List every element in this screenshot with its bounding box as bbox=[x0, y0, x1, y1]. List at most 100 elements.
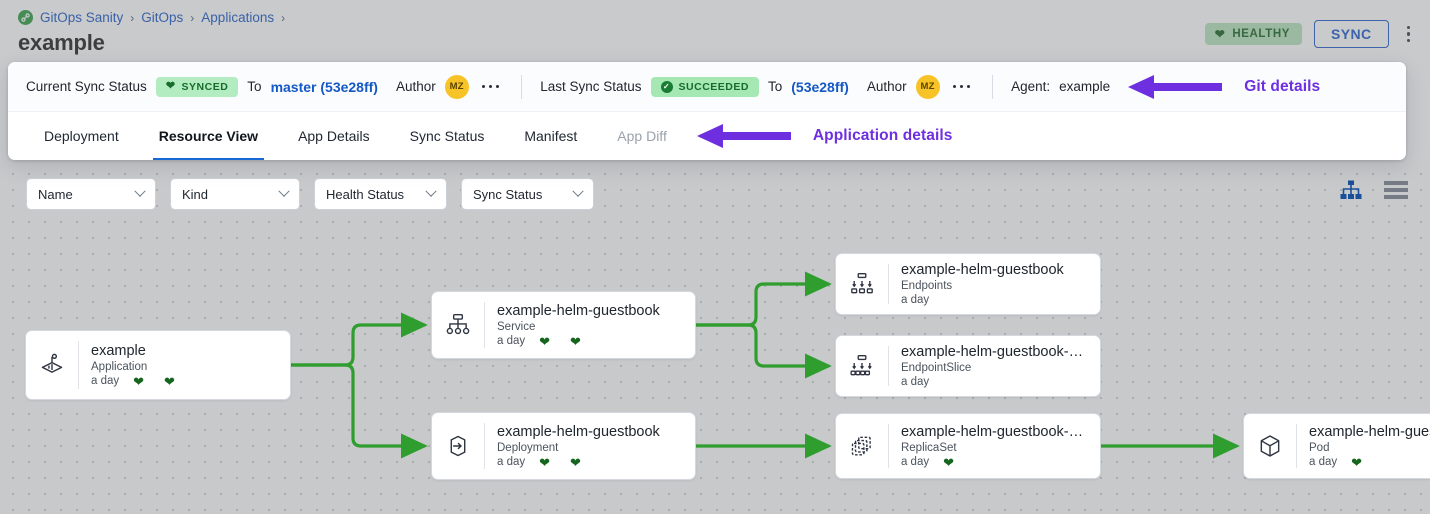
current-sync-status-chip-label: SYNCED bbox=[181, 80, 229, 93]
last-revision-link[interactable]: (53e28ff) bbox=[791, 78, 849, 95]
kebab-menu-icon[interactable] bbox=[1401, 22, 1417, 47]
endpointslice-icon bbox=[836, 353, 888, 379]
tab-sync-status-label: Sync Status bbox=[409, 128, 485, 144]
current-to-label: To bbox=[247, 79, 262, 94]
node-kind: Endpoints bbox=[901, 280, 953, 292]
breadcrumb-separator: › bbox=[190, 10, 195, 25]
node-body: example Application a day ❤ ❤ bbox=[79, 335, 185, 396]
sync-button[interactable]: SYNC bbox=[1314, 20, 1389, 48]
node-health-icons: ❤ bbox=[943, 456, 954, 469]
tab-sync-status[interactable]: Sync Status bbox=[394, 112, 501, 160]
agent-label: Agent: bbox=[1011, 79, 1051, 94]
node-body: example-helm-guest Pod a day ❤ bbox=[1297, 416, 1430, 477]
breadcrumb-separator: › bbox=[281, 10, 286, 25]
heart-icon: ❤ bbox=[539, 333, 551, 349]
agent-group: Agent: example bbox=[1011, 79, 1110, 94]
chevron-down-icon bbox=[278, 185, 290, 197]
node-body: example-helm-guestbook Deployment a day … bbox=[485, 416, 670, 477]
node-kind: EndpointSlice bbox=[900, 362, 972, 374]
filter-health-status[interactable]: Health Status bbox=[314, 178, 447, 210]
tab-manifest-label: Manifest bbox=[524, 128, 578, 144]
pod-icon bbox=[1244, 433, 1296, 459]
graph-node-pod[interactable]: example-helm-guest Pod a day ❤ bbox=[1243, 413, 1430, 479]
tab-bar: Deployment Resource View App Details Syn… bbox=[8, 111, 1406, 160]
heart-icon: ❤ bbox=[164, 373, 175, 389]
node-health-icons: ❤ bbox=[1351, 456, 1362, 469]
graph-node-application[interactable]: example Application a day ❤ ❤ bbox=[25, 330, 291, 400]
node-title: example-helm-guestbook-74... bbox=[900, 423, 1090, 440]
tab-resource-view[interactable]: Resource View bbox=[143, 112, 274, 160]
avatar[interactable]: MZ bbox=[915, 74, 940, 99]
resource-graph-canvas: Name Kind Health Status Sync Status bbox=[0, 160, 1430, 514]
node-health-icons: ❤ ❤ bbox=[133, 375, 175, 388]
tab-manifest[interactable]: Manifest bbox=[508, 112, 593, 160]
node-health-icons: ❤ ❤ bbox=[539, 335, 581, 348]
filter-sync-status[interactable]: Sync Status bbox=[461, 178, 594, 210]
filter-kind[interactable]: Kind bbox=[170, 178, 300, 210]
sync-status-bar: Current Sync Status ❤ SYNCED To master (… bbox=[8, 62, 1406, 111]
breadcrumb-item-1[interactable]: GitOps bbox=[141, 10, 184, 25]
view-toggle-group bbox=[1340, 180, 1408, 200]
list-view-icon[interactable] bbox=[1384, 180, 1408, 200]
graph-node-service[interactable]: example-helm-guestbook Service a day ❤ ❤ bbox=[431, 291, 696, 359]
graph-node-endpointslice[interactable]: example-helm-guestbook-ct... EndpointSli… bbox=[835, 335, 1101, 397]
current-sync-status-label: Current Sync Status bbox=[26, 79, 147, 94]
last-to-label: To bbox=[767, 79, 783, 94]
highlighted-details-panel: Current Sync Status ❤ SYNCED To master (… bbox=[8, 62, 1406, 160]
header-actions: ❤ HEALTHY SYNC bbox=[1204, 20, 1417, 48]
divider bbox=[521, 74, 523, 99]
node-meta: a day bbox=[901, 294, 1064, 306]
graph-node-endpoints[interactable]: example-helm-guestbook Endpoints a day bbox=[835, 253, 1101, 315]
last-sync-status-chip-label: SUCCEEDED bbox=[678, 80, 749, 93]
application-details-annotation: Application details bbox=[691, 112, 969, 160]
current-sync-status-group: Current Sync Status ❤ SYNCED To master (… bbox=[26, 74, 504, 99]
tree-view-icon[interactable] bbox=[1340, 180, 1362, 200]
tab-app-diff: App Diff bbox=[601, 112, 683, 160]
node-title: example-helm-guestbook bbox=[497, 302, 660, 319]
filter-bar: Name Kind Health Status Sync Status bbox=[26, 178, 594, 210]
current-sync-overflow-icon[interactable] bbox=[478, 79, 504, 95]
node-kind: Service bbox=[497, 320, 536, 333]
tab-deployment[interactable]: Deployment bbox=[28, 112, 135, 160]
node-divider bbox=[78, 341, 79, 389]
node-age: a day bbox=[900, 456, 930, 468]
chevron-down-icon bbox=[134, 185, 146, 197]
current-revision-link[interactable]: master (53e28ff) bbox=[270, 78, 378, 95]
current-sync-status-chip: ❤ SYNCED bbox=[155, 76, 239, 97]
node-divider bbox=[1296, 424, 1297, 468]
avatar[interactable]: MZ bbox=[444, 74, 469, 99]
breadcrumb-item-0[interactable]: GitOps Sanity bbox=[40, 10, 124, 25]
node-age: a day bbox=[497, 456, 526, 468]
node-kind: ReplicaSet bbox=[900, 441, 957, 454]
breadcrumb-item-2[interactable]: Applications bbox=[201, 10, 275, 25]
node-kind: Application bbox=[91, 360, 148, 373]
node-meta: a day ❤ bbox=[1309, 456, 1430, 469]
node-age: a day bbox=[91, 375, 120, 387]
last-author-label: Author bbox=[866, 79, 907, 94]
filter-health-status-label: Health Status bbox=[326, 186, 405, 202]
node-meta: a day ❤ ❤ bbox=[497, 456, 660, 469]
node-health-icons: ❤ ❤ bbox=[539, 456, 581, 469]
git-details-annotation-arrow-icon bbox=[1128, 74, 1223, 100]
node-kind: Pod bbox=[1309, 441, 1330, 454]
tab-app-details[interactable]: App Details bbox=[282, 112, 386, 160]
tab-resource-view-label: Resource View bbox=[158, 128, 259, 144]
application-icon bbox=[26, 352, 78, 378]
deployment-icon bbox=[432, 433, 484, 459]
endpoints-icon bbox=[836, 271, 888, 297]
health-badge-label: HEALTHY bbox=[1232, 28, 1290, 40]
filter-kind-label: Kind bbox=[182, 186, 209, 202]
node-body: example-helm-guestbook Service a day ❤ ❤ bbox=[485, 295, 670, 356]
graph-node-deployment[interactable]: example-helm-guestbook Deployment a day … bbox=[431, 412, 696, 480]
node-meta: a day bbox=[901, 376, 1090, 388]
node-age: a day bbox=[901, 294, 930, 306]
filter-name[interactable]: Name bbox=[26, 178, 156, 210]
heart-icon: ❤ bbox=[570, 454, 581, 470]
breadcrumb-separator: › bbox=[130, 10, 135, 25]
node-meta: a day ❤ bbox=[901, 456, 1090, 469]
last-sync-overflow-icon[interactable] bbox=[949, 79, 975, 95]
graph-node-replicaset[interactable]: example-helm-guestbook-74... ReplicaSet … bbox=[835, 413, 1101, 479]
last-sync-status-group: Last Sync Status ✓ SUCCEEDED To (53e28ff… bbox=[540, 74, 975, 99]
graph-edges bbox=[289, 271, 1240, 459]
node-title: example-helm-guestbook-ct... bbox=[900, 344, 1090, 360]
